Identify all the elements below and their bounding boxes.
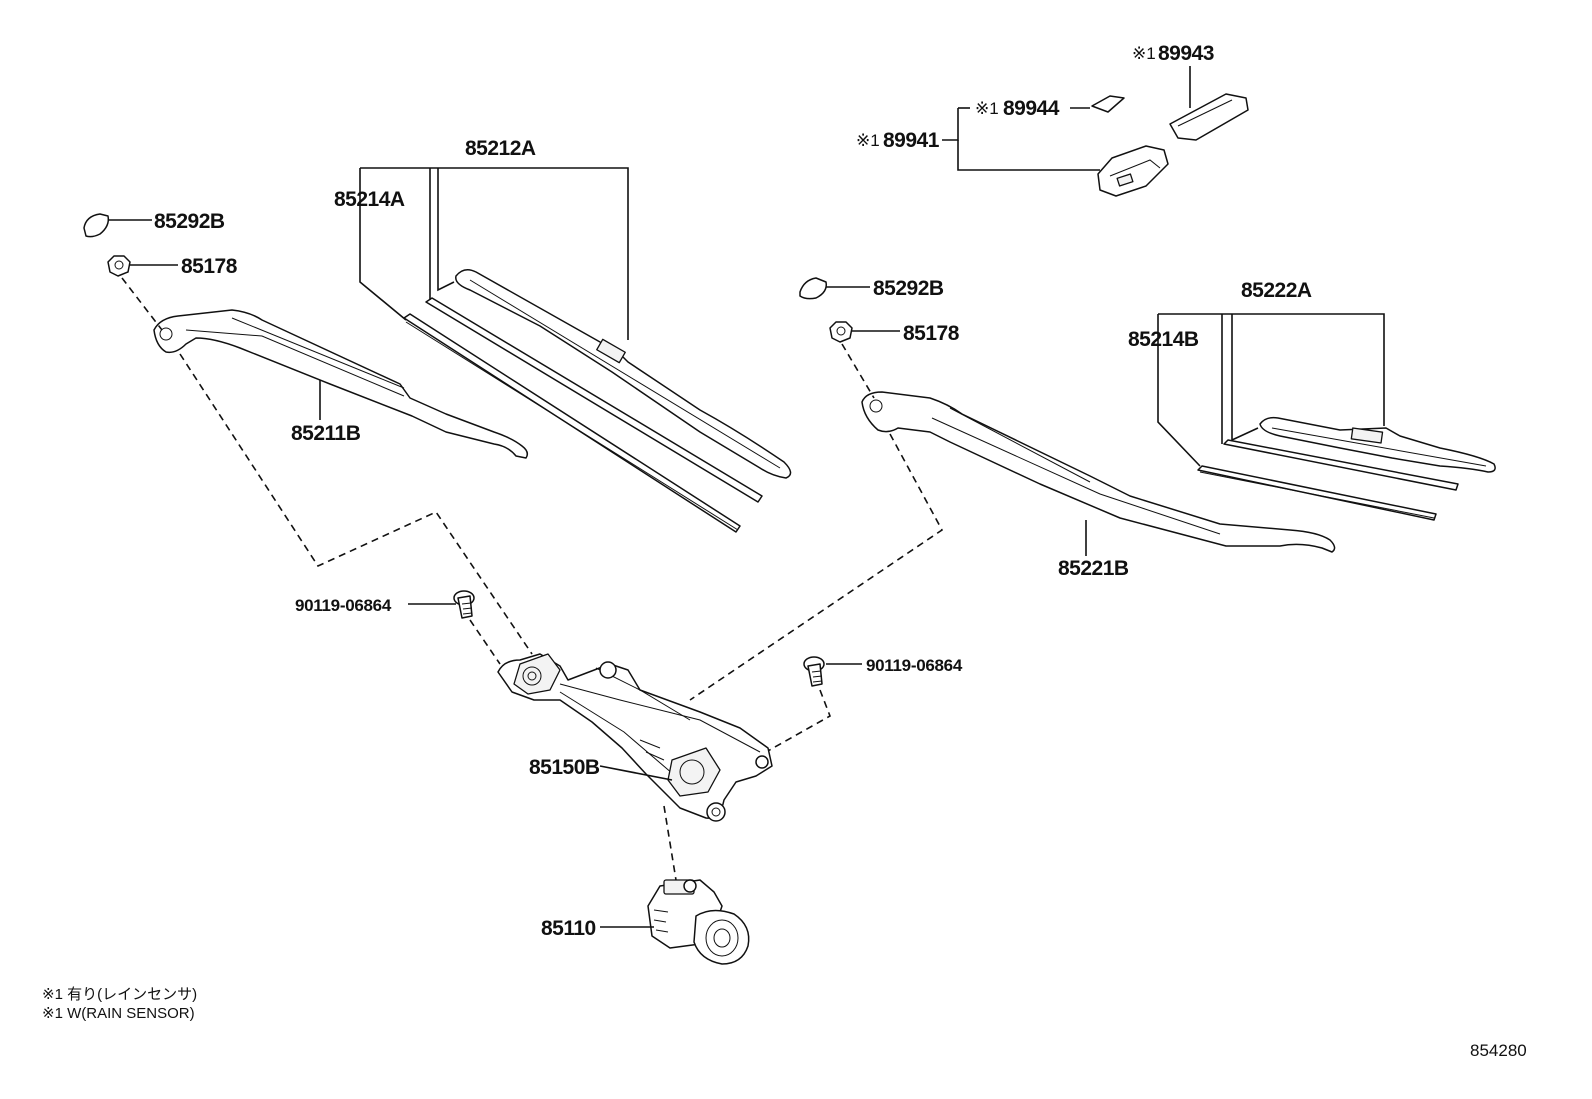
- wiper-blade-refill-left[interactable]: [403, 313, 741, 533]
- note-rain-sensor-en: ※1 W(RAIN SENSOR): [42, 1005, 195, 1022]
- wiper-arm-head-cap-right[interactable]: [799, 277, 870, 300]
- label-arm-left: 85211B: [291, 422, 361, 445]
- label-arm-right: 85221B: [1058, 557, 1129, 580]
- label-nut-left: 85178: [181, 255, 238, 278]
- windshield-wiper-arm-left[interactable]: [153, 309, 529, 459]
- windshield-wiper-linkage[interactable]: [497, 653, 773, 822]
- mark-sensor-cover: ※1: [1132, 44, 1156, 63]
- rain-sensor[interactable]: [1097, 145, 1169, 197]
- windshield-wiper-arm-right[interactable]: [861, 391, 1336, 553]
- diagram-reference-number: 854280: [1470, 1041, 1527, 1060]
- bolt-left[interactable]: [453, 590, 475, 619]
- wiper-blade-assembly-right[interactable]: [1223, 416, 1496, 491]
- label-motor: 85110: [541, 917, 596, 940]
- wiper-arm-head-cap-left[interactable]: [83, 213, 152, 238]
- label-blade-left: 85212A: [465, 137, 536, 160]
- wiper-arm-nut-left[interactable]: [107, 255, 178, 277]
- mark-sensor: ※1: [856, 131, 880, 150]
- wiper-blade-refill-right[interactable]: [1197, 465, 1437, 521]
- bolt-right[interactable]: [803, 656, 825, 687]
- label-link: 85150B: [529, 756, 600, 779]
- label-sensor-cover: 89943: [1158, 42, 1214, 65]
- label-bolt-right: 90119-06864: [866, 656, 963, 675]
- rain-sensor-cover[interactable]: [1169, 93, 1249, 141]
- label-bolt-left: 90119-06864: [295, 596, 392, 615]
- wiper-arm-nut-right[interactable]: [829, 321, 900, 343]
- label-refill-left: 85214A: [334, 188, 405, 211]
- label-cap-right: 85292B: [873, 277, 944, 300]
- label-sensor: 89941: [883, 129, 940, 152]
- label-nut-right: 85178: [903, 322, 960, 345]
- label-refill-right: 85214B: [1128, 328, 1199, 351]
- label-cap-left: 85292B: [154, 210, 225, 233]
- wiper-blade-assembly-left[interactable]: [425, 269, 792, 503]
- windshield-wiper-motor[interactable]: [647, 879, 750, 965]
- mark-sensor-pad: ※1: [975, 99, 999, 118]
- label-sensor-pad: 89944: [1003, 97, 1060, 120]
- rain-sensor-pad[interactable]: [1091, 95, 1125, 113]
- label-blade-right: 85222A: [1241, 279, 1312, 302]
- note-rain-sensor-jp: ※1 有り(レインセンサ): [42, 986, 197, 1003]
